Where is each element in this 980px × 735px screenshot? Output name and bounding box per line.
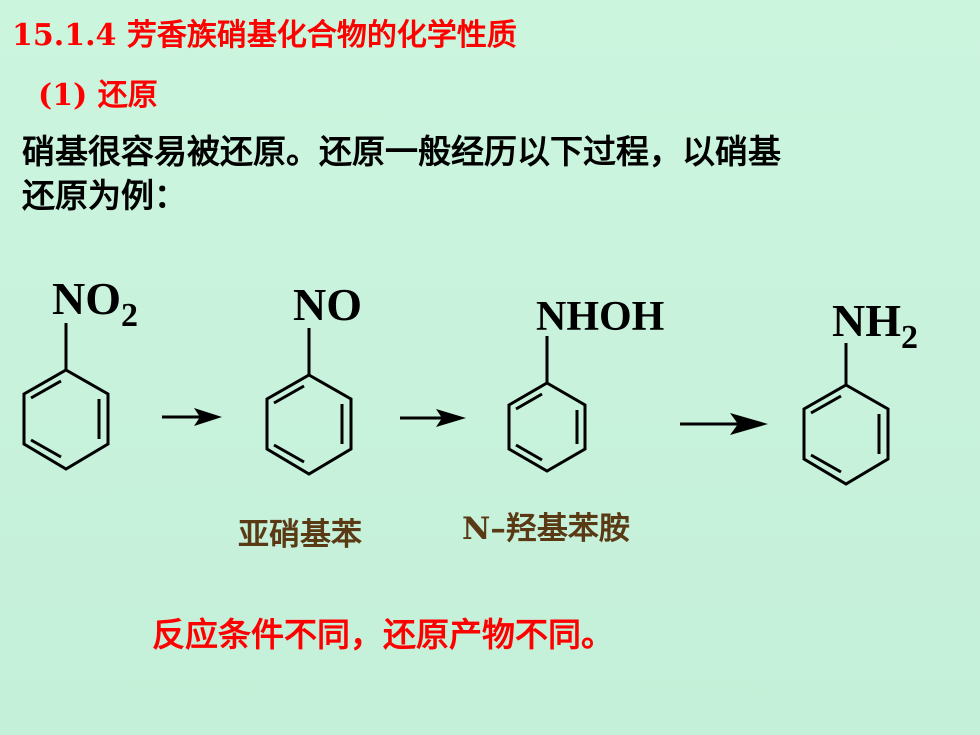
slide-title: 15.1.4 芳香族硝基化合物的化学性质 <box>12 18 517 53</box>
hydroxylamine-group-label: NHOH <box>536 294 664 340</box>
reaction-arrow-1 <box>162 408 222 426</box>
nitrosobenzene-structure: NO <box>265 279 362 476</box>
section-subtitle: (1) 还原 <box>38 78 158 113</box>
phenylhydroxylamine-label: N–羟基苯胺 <box>462 511 630 547</box>
aniline-structure: NH2 <box>802 295 918 486</box>
nitroso-group-label: NO <box>293 279 362 330</box>
amino-group-label: NH2 <box>832 295 918 356</box>
nitrosobenzene-label: 亚硝基苯 <box>238 517 362 553</box>
reaction-arrow-3 <box>680 413 768 435</box>
nitro-group-label: NO2 <box>52 273 138 334</box>
reaction-arrow-2 <box>400 409 466 427</box>
phenylhydroxylamine-structure: NHOH <box>507 294 664 473</box>
conclusion-note: 反应条件不同，还原产物不同。 <box>152 615 614 654</box>
nitrobenzene-structure: NO2 <box>22 273 138 471</box>
intro-line-2: 还原为例： <box>22 176 187 215</box>
intro-paragraph: 硝基很容易被还原。还原一般经历以下过程，以硝基 还原为例： <box>22 130 781 218</box>
intro-line-1: 硝基很容易被还原。还原一般经历以下过程，以硝基 <box>22 132 781 171</box>
